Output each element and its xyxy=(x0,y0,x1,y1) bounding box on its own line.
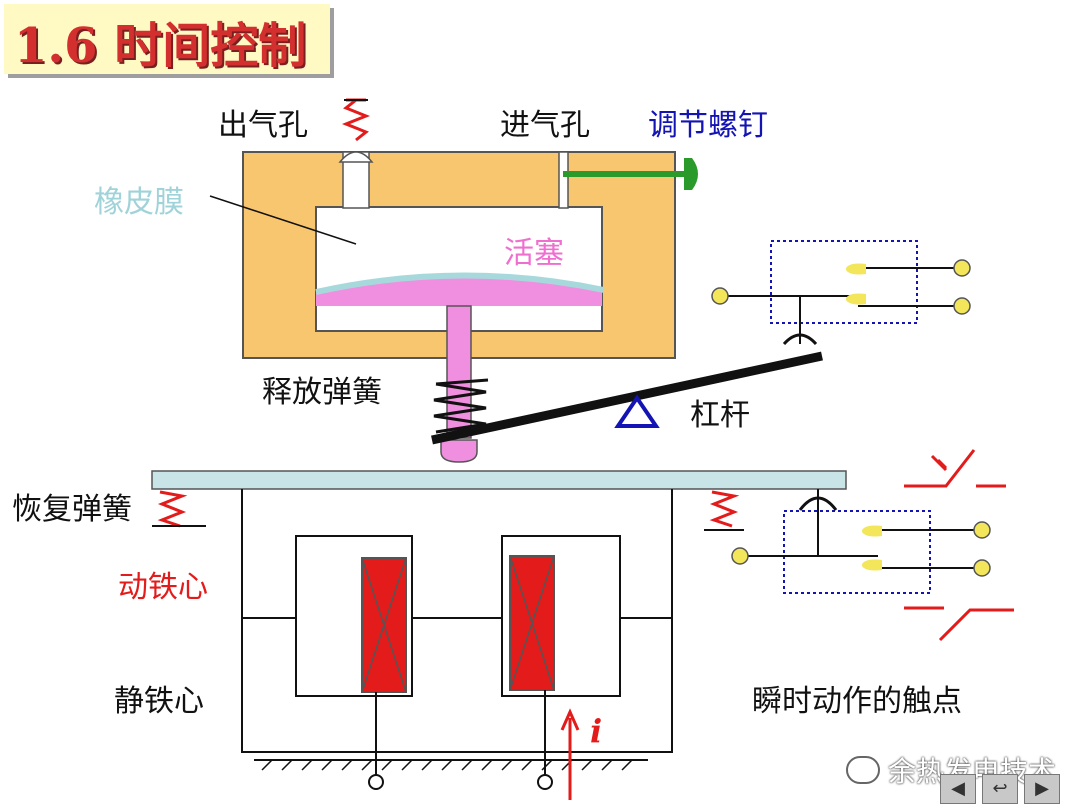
instant-contacts-label: 瞬时动作的触点 xyxy=(752,684,962,719)
diaphragm-label: 橡皮膜 xyxy=(94,185,184,220)
piston-body xyxy=(316,276,602,306)
instant-contact-box xyxy=(783,510,931,594)
armature-plate xyxy=(151,470,847,490)
current-arrow xyxy=(560,708,580,800)
back-nav-icon[interactable]: ↩ xyxy=(982,774,1018,804)
static-core-label: 静铁心 xyxy=(114,684,204,719)
return-spring-label: 恢复弹簧 xyxy=(12,492,132,527)
page-title: 1.6 时间控制 xyxy=(14,18,307,74)
inlet-channel xyxy=(558,151,569,209)
wechat-icon xyxy=(845,756,880,784)
return-spring-left xyxy=(157,490,188,528)
no-contact-symbol xyxy=(904,606,1014,642)
diaphragm-pointer xyxy=(209,195,357,245)
lever-label: 杠杆 xyxy=(690,398,750,433)
current-label: i xyxy=(590,712,603,750)
outlet-label: 出气孔 xyxy=(218,108,308,143)
lever-pivot xyxy=(614,394,660,428)
outlet-spring xyxy=(341,98,371,142)
piston-label: 活塞 xyxy=(504,236,564,271)
outlet-valve xyxy=(338,151,374,163)
adjust-screw-head xyxy=(684,158,698,190)
adjust-screw-label: 调节螺钉 xyxy=(648,108,768,143)
nc-contact-symbol xyxy=(904,449,1006,488)
lever-bar xyxy=(431,351,823,445)
armature-label: 动铁心 xyxy=(118,570,208,605)
delay-contact-box xyxy=(770,240,918,324)
inlet-label: 进气孔 xyxy=(500,108,590,143)
title-box: 1.6 时间控制 xyxy=(4,4,330,74)
slide-nav: ◀ ↩ ▶ xyxy=(940,774,1060,804)
return-spring-right xyxy=(709,490,740,528)
static-core-frame xyxy=(241,489,673,753)
rubber-diaphragm xyxy=(315,272,605,295)
prev-nav-icon[interactable]: ◀ xyxy=(940,774,976,804)
piston-rod-end xyxy=(440,439,478,463)
piston-rod xyxy=(446,305,472,439)
release-spring-label: 释放弹簧 xyxy=(262,375,382,410)
next-nav-icon[interactable]: ▶ xyxy=(1024,774,1060,804)
